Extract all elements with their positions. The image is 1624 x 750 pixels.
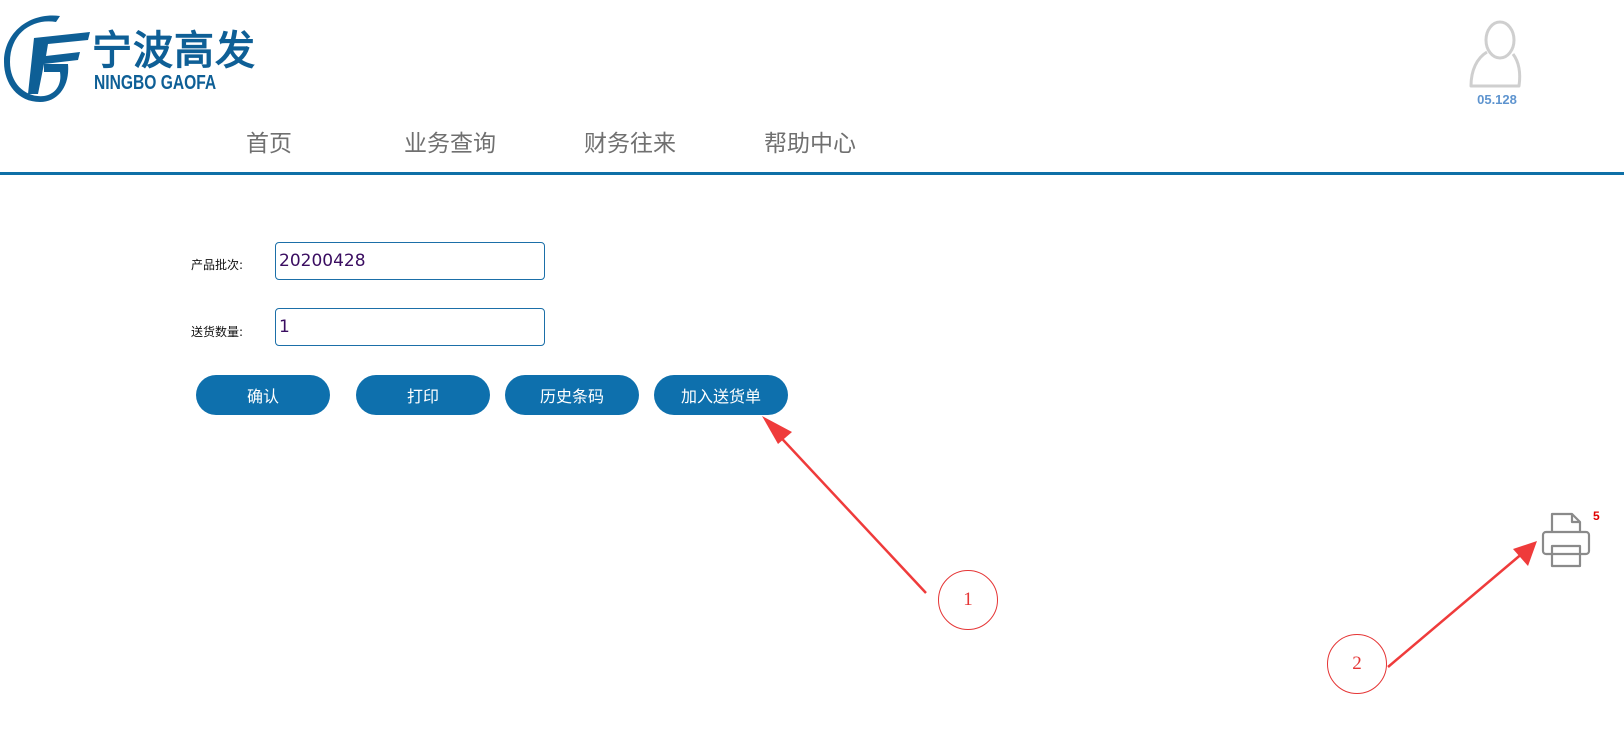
printer-cart[interactable] [1540,510,1596,570]
batch-label: 产品批次: [191,258,244,272]
gf-logo-mark-icon [4,15,90,102]
main-navigation: 首页 业务查询 财务往来 帮助中心 [0,118,1624,175]
print-button[interactable]: 打印 [356,375,490,415]
annotation-callout-2: 2 [1327,634,1387,694]
nav-item-help-center[interactable]: 帮助中心 [764,131,856,157]
logo-english-text: NINGBO GAOFA [94,72,217,94]
nav-item-finance[interactable]: 财务往来 [584,131,676,157]
quantity-input[interactable] [275,308,545,346]
add-to-delivery-button[interactable]: 加入送货单 [654,375,788,415]
arrow-to-printer [1387,541,1537,668]
printer-icon [1541,512,1591,568]
company-logo: 宁波高发 NINGBO GAOFA [4,12,255,102]
user-name: 05.128 [1477,92,1517,107]
user-avatar-icon [1469,20,1522,88]
confirm-button[interactable]: 确认 [196,375,330,415]
nav-item-home[interactable]: 首页 [246,131,292,157]
history-barcode-button[interactable]: 历史条码 [505,375,639,415]
nav-item-business-query[interactable]: 业务查询 [404,131,496,157]
arrow-to-add-button [762,416,927,594]
user-profile[interactable]: 05.128 [1462,18,1532,107]
batch-input[interactable] [275,242,545,280]
printer-count-badge: 5 [1593,509,1600,523]
annotation-callout-1: 1 [938,570,998,630]
quantity-label: 送货数量: [191,325,244,339]
logo-chinese-text: 宁波高发 [92,28,256,74]
